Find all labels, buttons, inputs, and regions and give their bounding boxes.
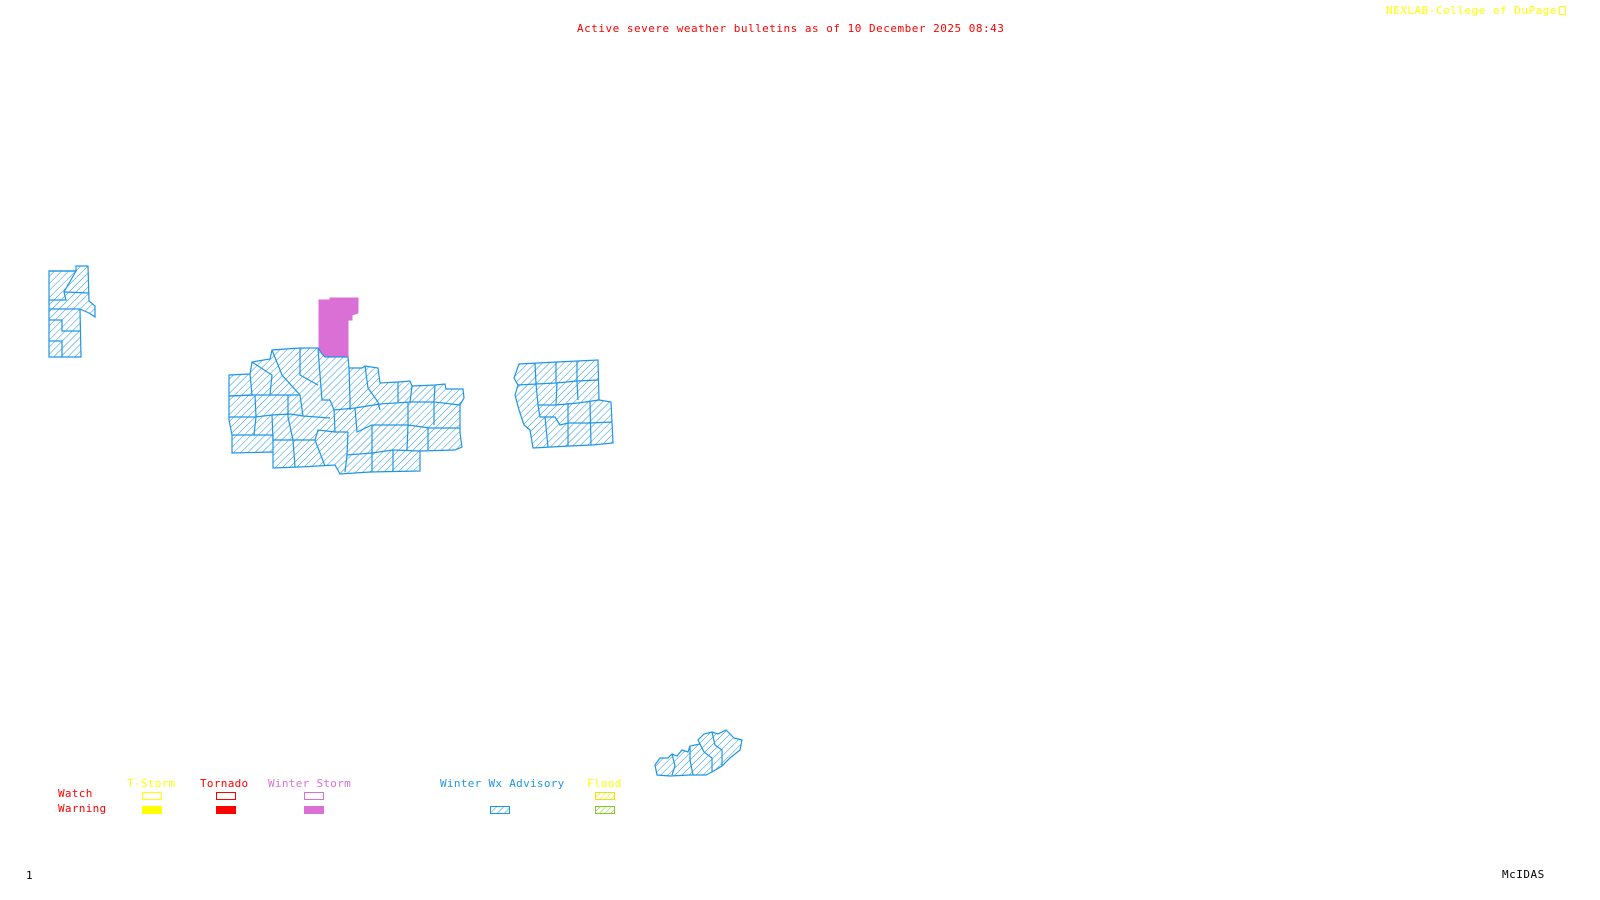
nexlab-logo-icon — [1558, 6, 1566, 15]
legend-row-watch: Watch — [58, 787, 93, 800]
central-advisory-area[interactable] — [228, 347, 465, 475]
far-west-advisory-area[interactable] — [48, 265, 96, 358]
credit-label: NEXLAB-College of DuPage — [1386, 5, 1566, 17]
legend-flood-watch-swatch — [595, 792, 615, 800]
legend-row-warning: Warning — [58, 802, 107, 815]
frame-number: 1 — [26, 869, 34, 882]
legend-tstorm-watch-swatch — [142, 792, 162, 800]
page-title: Active severe weather bulletins as of 10… — [577, 22, 1005, 35]
southeast-advisory-area[interactable] — [654, 729, 743, 777]
legend-tornado-warning-swatch — [216, 806, 236, 814]
legend-winter-storm-watch-swatch — [304, 792, 324, 800]
legend-winter-wx-advisory-swatch — [490, 806, 510, 814]
credit-text: NEXLAB-College of DuPage — [1386, 4, 1557, 17]
winter-storm-warning-area[interactable] — [318, 297, 359, 358]
legend-flood-warning-swatch — [595, 806, 615, 814]
legend-tstorm-label: T-Storm — [127, 777, 176, 790]
legend-tornado-watch-swatch — [216, 792, 236, 800]
east-advisory-area[interactable] — [513, 359, 614, 449]
legend-tstorm-warning-swatch — [142, 806, 162, 814]
legend-winter-storm-label: Winter Storm — [268, 777, 352, 790]
legend-flood-label: Flood — [587, 777, 622, 790]
software-label: McIDAS — [1502, 868, 1545, 881]
legend-winter-wx-advisory-label: Winter Wx Advisory — [440, 777, 565, 790]
legend-tornado-label: Tornado — [200, 777, 249, 790]
legend-winter-storm-warning-swatch — [304, 806, 324, 814]
